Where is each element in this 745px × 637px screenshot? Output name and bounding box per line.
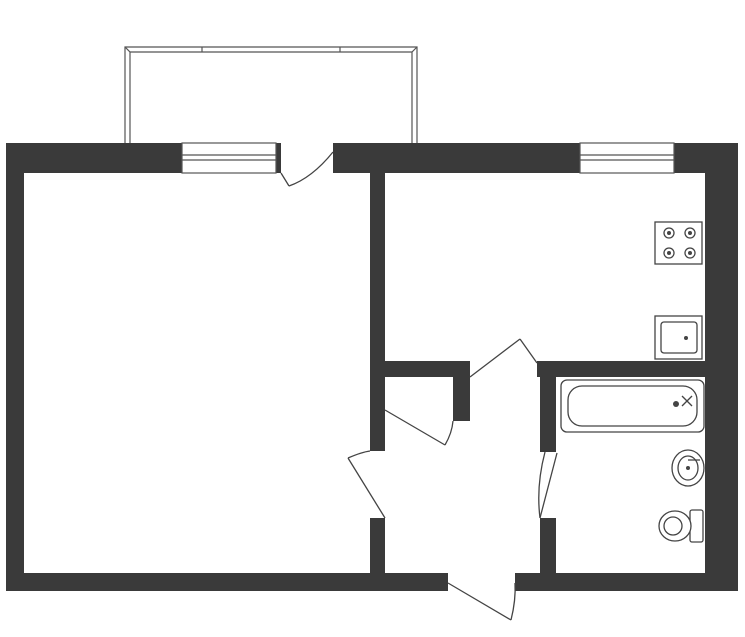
window-living-room [181,142,277,174]
top-wall-left [6,143,182,173]
washbasin-icon [671,449,705,487]
wall-kitchen-closet [385,361,470,377]
toilet-icon [658,509,704,543]
balcony-door [280,151,334,187]
interior-walls [370,173,705,574]
bathtub-icon [560,379,705,433]
wall-living-kitchen-upper [370,173,385,451]
left-wall [6,143,24,591]
window-kitchen [579,142,675,174]
entrance-door [447,582,516,621]
closet-door [384,409,454,446]
sink-icon [654,315,703,360]
top-wall-middle [333,143,580,173]
kitchen-door [469,338,538,378]
bottom-wall-left [6,573,448,591]
bathroom-door [538,451,558,519]
wall-bathroom-lower [540,518,556,574]
stove-icon [654,221,703,265]
wall-bathroom-upper [540,361,556,452]
top-wall-pier [276,143,281,173]
living-room-door [347,450,386,519]
wall-living-hall-lower [370,518,385,574]
wall-closet-side [453,361,470,421]
wall-kitchen-bathroom [537,361,705,377]
right-wall [705,143,738,591]
balcony [124,46,418,143]
bottom-wall-right [515,573,738,591]
outer-walls [6,143,738,591]
